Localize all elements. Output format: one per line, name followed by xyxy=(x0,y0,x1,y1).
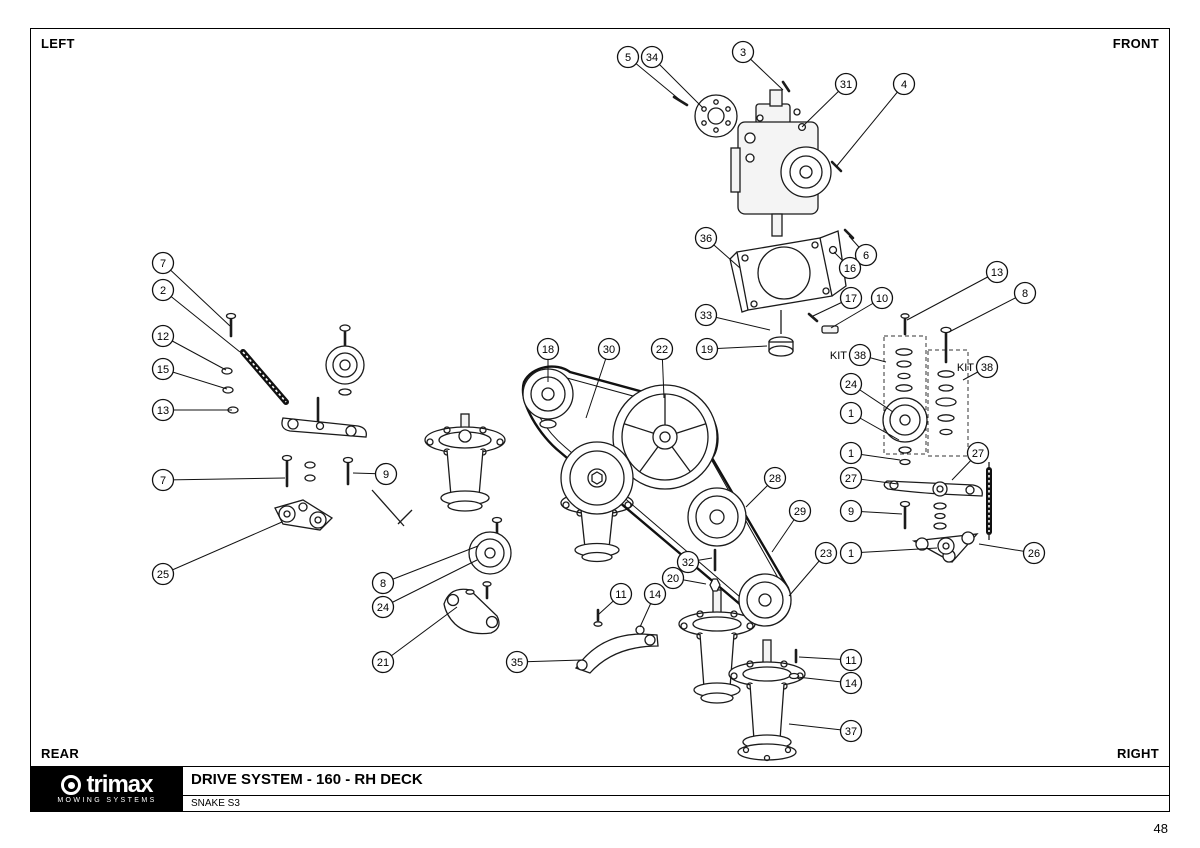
drawing-frame: LEFT FRONT REAR RIGHT trimax MOWING SYST… xyxy=(30,28,1170,812)
drawing-subtitle: SNAKE S3 xyxy=(191,798,240,809)
title-block: trimax MOWING SYSTEMS DRIVE SYSTEM - 160… xyxy=(31,766,1169,811)
brand-name: trimax xyxy=(86,771,153,798)
orientation-label-right: RIGHT xyxy=(1117,746,1159,761)
trimax-logo-icon xyxy=(61,775,82,795)
page-number: 48 xyxy=(1153,821,1168,836)
drawing-title: DRIVE SYSTEM - 160 - RH DECK xyxy=(191,771,423,788)
orientation-label-front: FRONT xyxy=(1112,36,1159,51)
brand-tagline: MOWING SYSTEMS xyxy=(57,797,157,804)
orientation-label-rear: REAR xyxy=(41,746,80,761)
trimax-logo: trimax MOWING SYSTEMS xyxy=(31,767,183,811)
title-info: DRIVE SYSTEM - 160 - RH DECK SNAKE S3 xyxy=(183,767,1169,811)
orientation-label-left: LEFT xyxy=(41,36,75,51)
title-divider xyxy=(183,795,1169,796)
